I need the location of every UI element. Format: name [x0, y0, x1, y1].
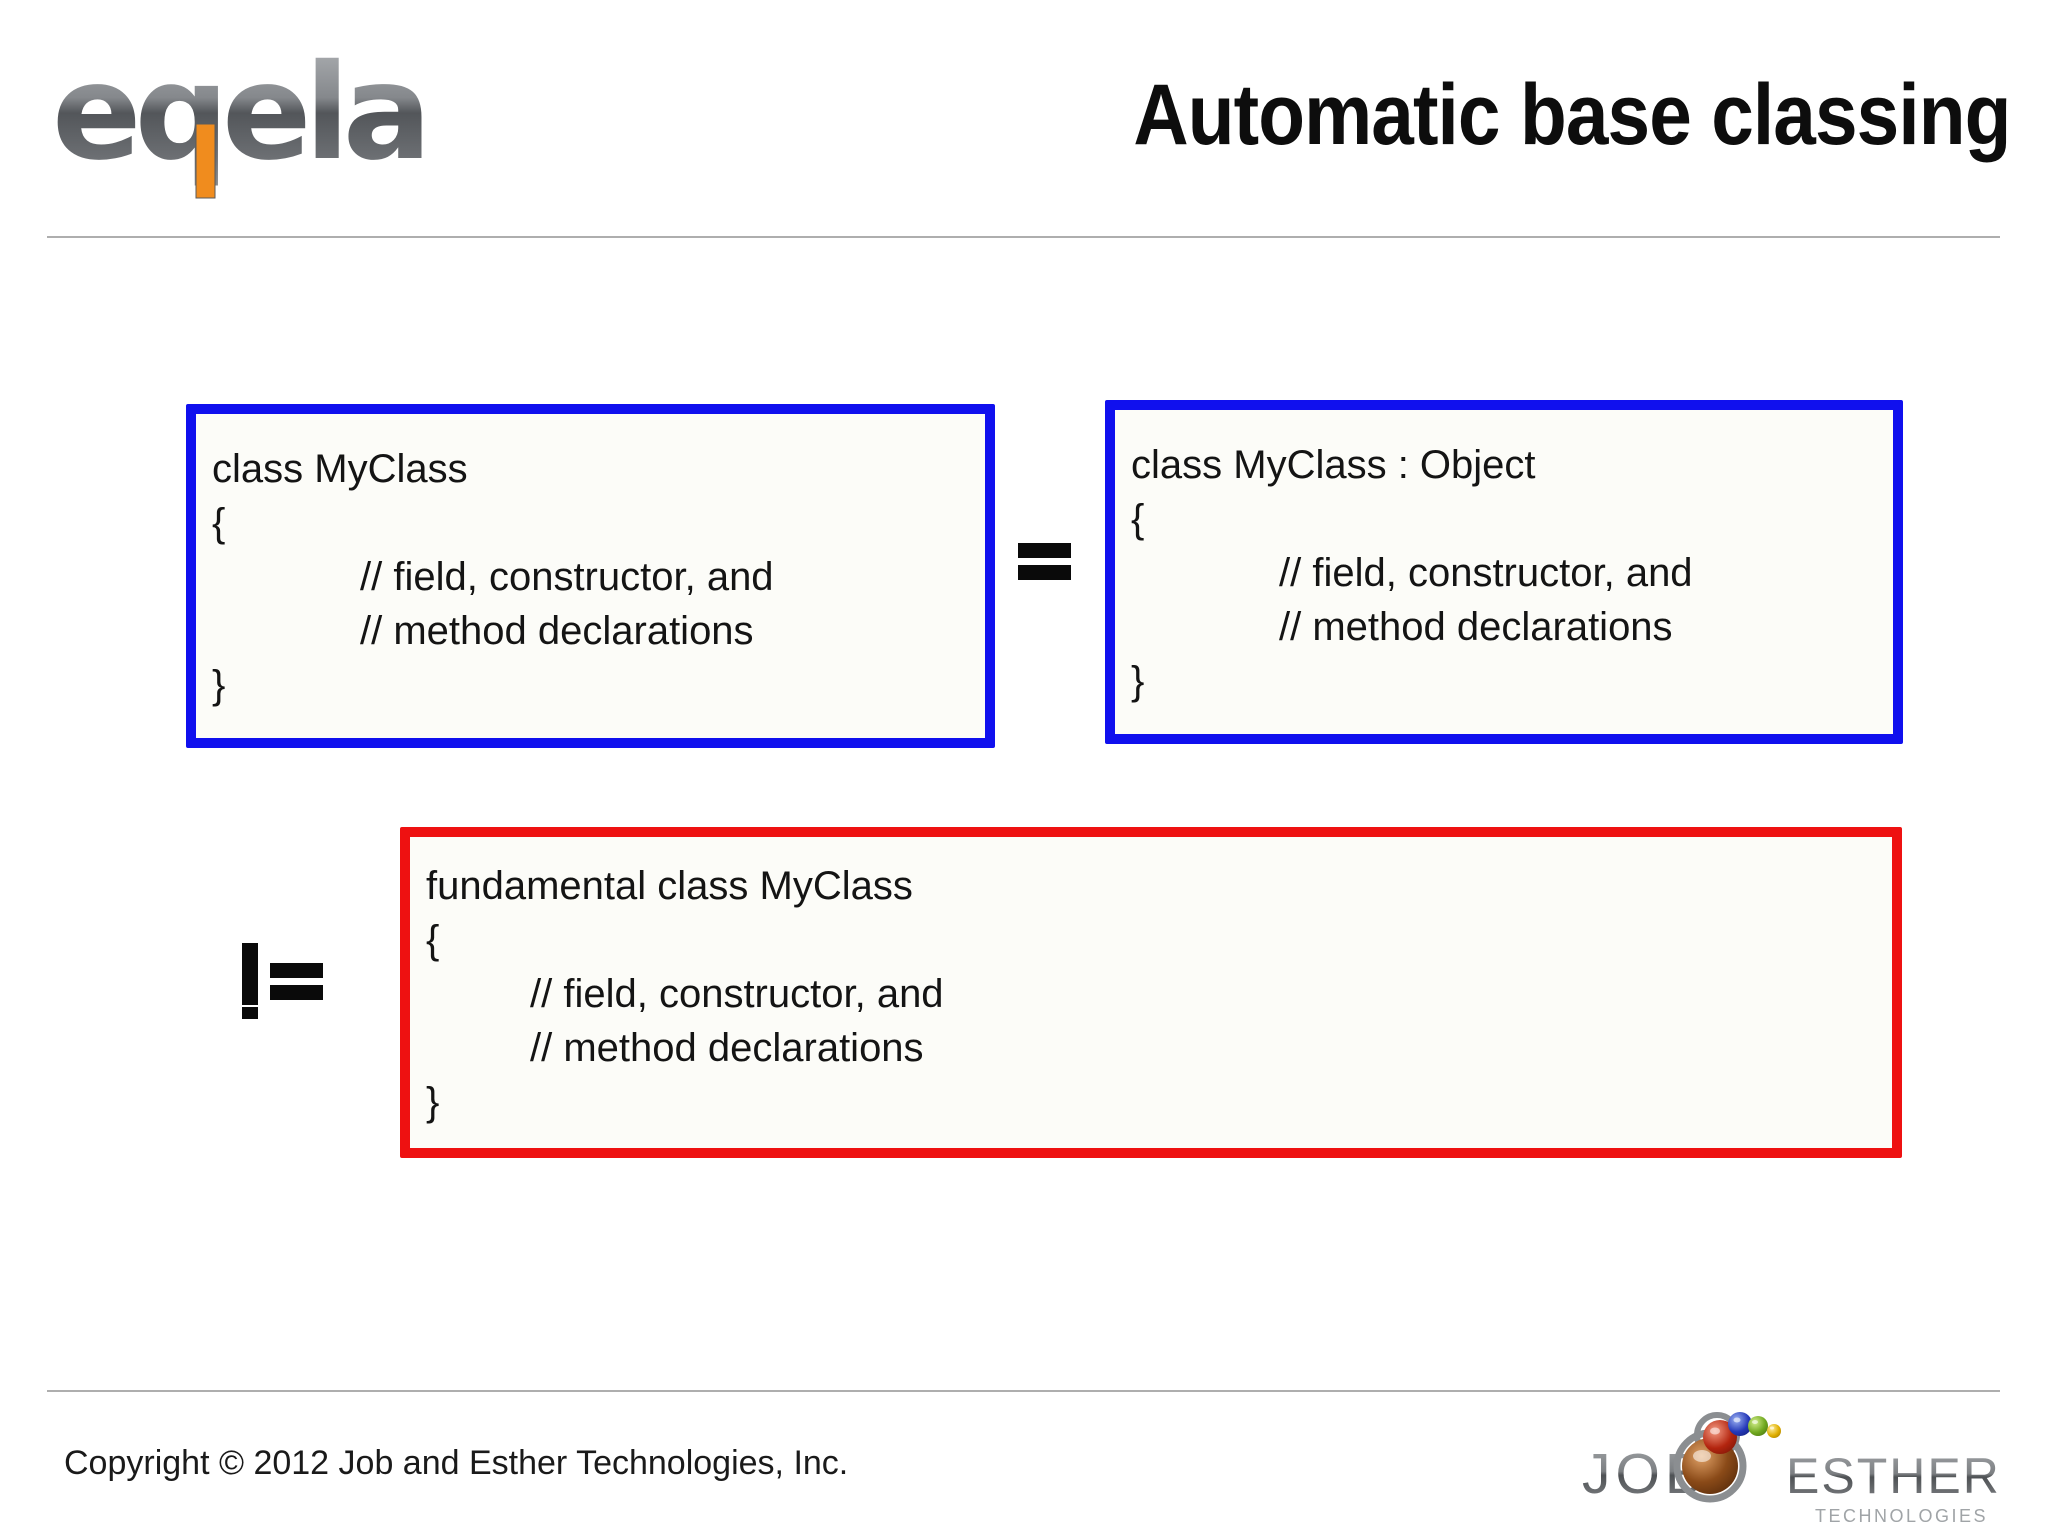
code-box-fundamental-class: fundamental class MyClass { // field, co… [400, 827, 1902, 1158]
equals-bar-bottom [270, 985, 323, 1000]
code-line-comment: // field, constructor, and [360, 555, 774, 599]
code-line: } [426, 1080, 440, 1124]
footer-divider [47, 1390, 2000, 1392]
code-line: class MyClass [212, 447, 468, 491]
eqela-logo-text: eqela [52, 40, 425, 190]
jobesther-logo: JOB ESTHER TECHNOLOGIES [1582, 1412, 2001, 1526]
code-line-comment: // field, constructor, and [530, 972, 944, 1016]
eqela-orange-bar [195, 123, 216, 199]
code-line: fundamental class MyClass [426, 864, 913, 908]
code-line: { [426, 918, 440, 962]
code-box-plain-class: class MyClass { // field, constructor, a… [186, 404, 995, 748]
brand-technologies-text: TECHNOLOGIES [1815, 1506, 1988, 1526]
code-box-object-class: class MyClass : Object { // field, const… [1105, 400, 1903, 744]
code-line-comment: // method declarations [360, 609, 754, 653]
sphere-red [1703, 1420, 1737, 1454]
sphere-blue [1728, 1412, 1752, 1436]
sphere-highlight [1733, 1417, 1741, 1423]
code-line: } [212, 663, 226, 707]
code-line: { [212, 501, 226, 545]
equals-bar-bottom [1018, 565, 1071, 580]
code-line-comment: // method declarations [530, 1026, 924, 1070]
exclamation-dot [242, 1007, 258, 1019]
code-line-comment: // method declarations [1279, 605, 1673, 649]
sphere-highlight [1769, 1426, 1775, 1430]
code-line: } [1131, 659, 1145, 703]
sphere-highlight [1710, 1427, 1720, 1435]
sphere-yellow [1767, 1424, 1781, 1438]
brand-esther-text: ESTHER [1786, 1448, 2001, 1504]
sphere-green [1748, 1416, 1768, 1436]
exclamation-stem [242, 943, 258, 1005]
page-title: Automatic base classing [1132, 67, 2011, 163]
equals-bar-top [1018, 543, 1071, 558]
eqela-logo: eqela [52, 40, 432, 199]
sphere-highlight [1693, 1450, 1711, 1462]
header-divider [47, 236, 2000, 238]
code-line: { [1131, 497, 1145, 541]
equals-bar-top [270, 963, 323, 978]
code-line: class MyClass : Object [1131, 443, 1536, 487]
copyright-text: Copyright © 2012 Job and Esther Technolo… [64, 1444, 849, 1482]
sphere-highlight [1752, 1420, 1758, 1424]
code-line-comment: // field, constructor, and [1279, 551, 1693, 595]
